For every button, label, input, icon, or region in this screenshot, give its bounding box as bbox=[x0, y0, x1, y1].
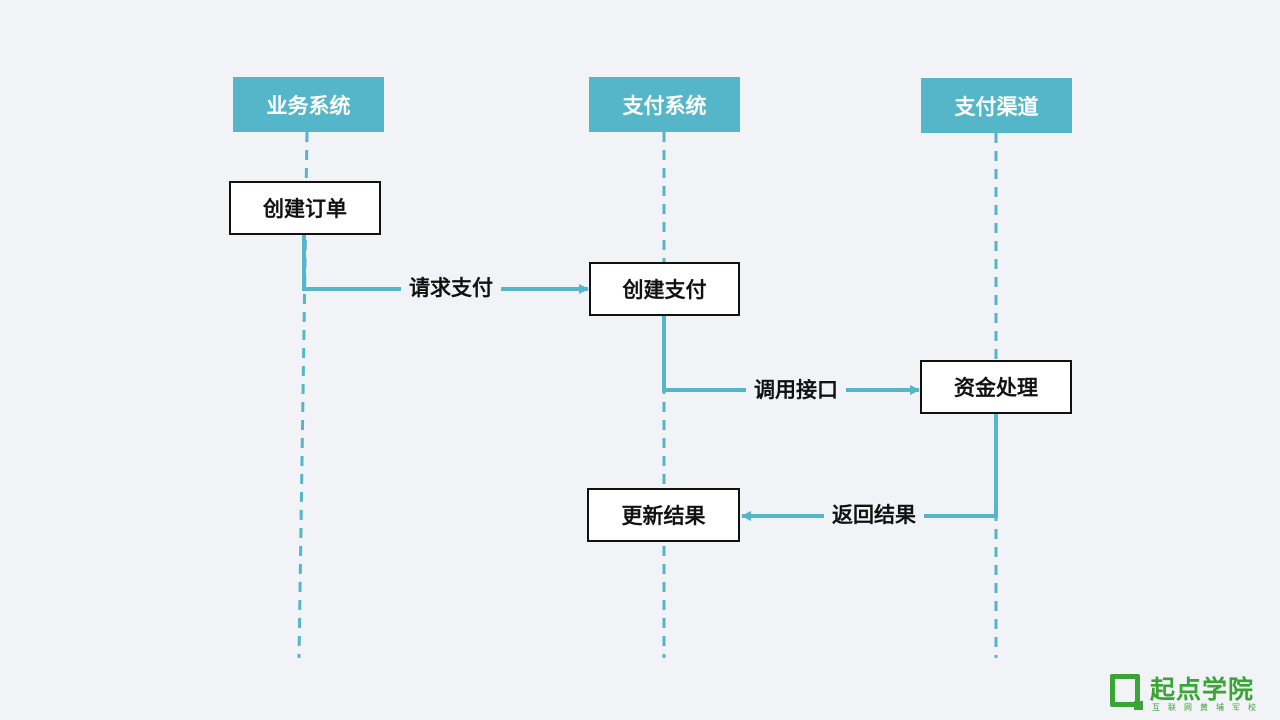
step-create-order: 创建订单 bbox=[229, 181, 381, 235]
brand-logo: 起点学院 互联网黄埔军校 bbox=[1108, 670, 1268, 714]
lifeline-header-payment-channel: 支付渠道 bbox=[921, 78, 1072, 133]
lifeline-header-business-system: 业务系统 bbox=[233, 77, 384, 132]
step-fund-processing: 资金处理 bbox=[920, 360, 1072, 414]
lifeline-business-system bbox=[297, 131, 309, 659]
message-label-return-result: 返回结果 bbox=[824, 500, 924, 530]
message-label-call-interface: 调用接口 bbox=[746, 375, 846, 405]
step-update-result: 更新结果 bbox=[587, 488, 740, 542]
lifeline-header-payment-system: 支付系统 bbox=[589, 77, 740, 132]
step-create-payment: 创建支付 bbox=[589, 262, 740, 316]
logo-brand-text: 起点学院 bbox=[1150, 675, 1255, 704]
logo-mark-icon bbox=[1110, 674, 1143, 710]
message-label-request-payment: 请求支付 bbox=[401, 273, 501, 303]
logo-tagline: 互联网黄埔军校 bbox=[1152, 703, 1264, 712]
